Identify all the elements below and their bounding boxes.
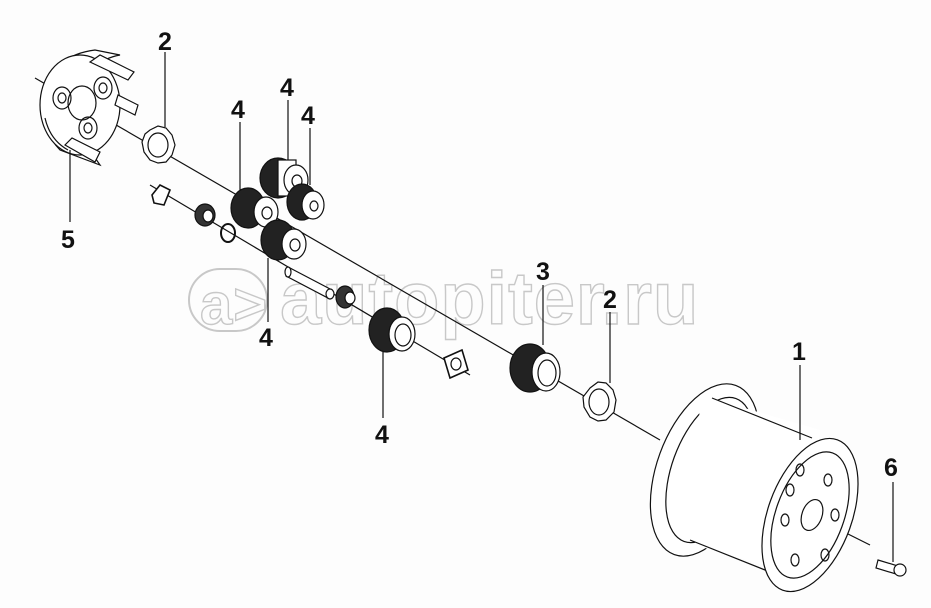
planet-gear-cluster-icon <box>230 157 325 261</box>
callout-2-lower: 2 <box>603 286 617 314</box>
needle-bearing-icon <box>194 203 216 227</box>
square-washer-icon <box>443 348 469 380</box>
callout-4-c: 4 <box>301 102 315 130</box>
watermark-logo <box>188 268 268 332</box>
callout-5: 5 <box>61 226 75 254</box>
callout-1: 1 <box>792 338 806 366</box>
callout-6: 6 <box>884 454 898 482</box>
o-ring-icon <box>220 223 236 243</box>
planet-gear-lower-icon <box>368 307 416 353</box>
callout-3: 3 <box>536 258 550 286</box>
planet-carrier-icon <box>39 49 139 167</box>
pin-shaft-icon <box>284 266 335 300</box>
ring-gear-housing-icon <box>649 383 859 593</box>
callout-4-e: 4 <box>375 421 389 449</box>
spacer-plate-icon <box>151 183 172 206</box>
callout-4-b: 4 <box>280 74 294 102</box>
small-needle-bearing-icon <box>335 285 356 309</box>
sun-gear-icon <box>509 343 561 393</box>
callout-2-upper: 2 <box>158 28 172 56</box>
callout-4-d: 4 <box>259 324 273 352</box>
main-axis-line <box>34 77 661 441</box>
bolt-icon <box>875 559 907 577</box>
callout-4-a: 4 <box>231 96 245 124</box>
thrust-washer-icon <box>141 125 176 164</box>
watermark-logo-glyph: a> <box>199 272 269 337</box>
